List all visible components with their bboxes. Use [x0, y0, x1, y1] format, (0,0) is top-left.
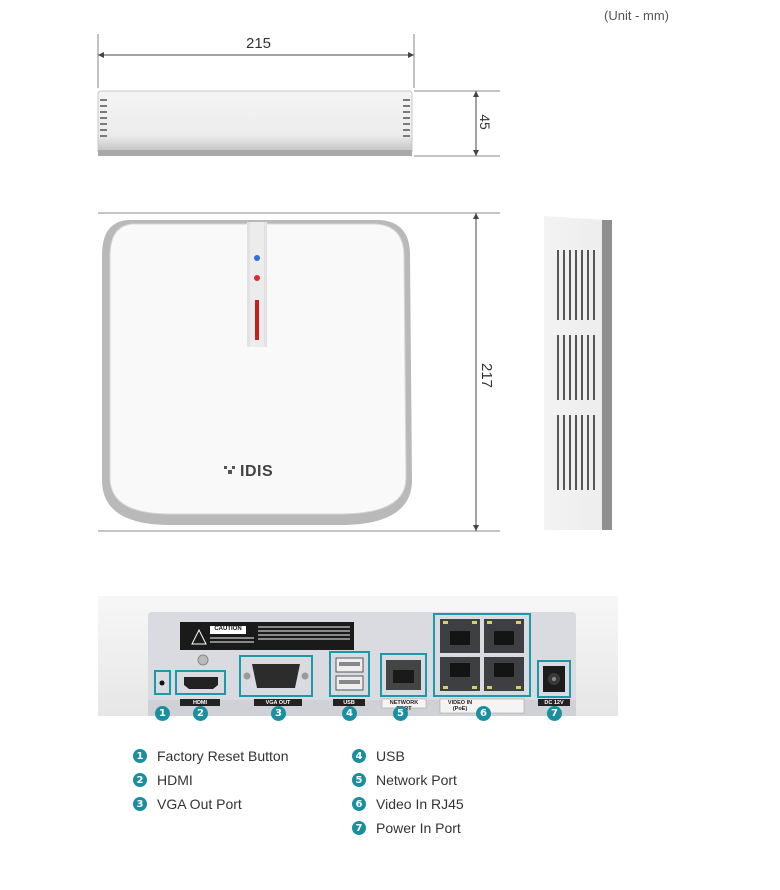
legend-label: USB [376, 748, 405, 764]
legend-right: 4 USB 5 Network Port 6 Video In RJ45 7 P… [352, 744, 464, 840]
top-view [98, 212, 500, 532]
legend-item: 1 Factory Reset Button [133, 744, 289, 768]
height-dimension-label: 45 [476, 114, 493, 130]
power-port-label: DC 12V [544, 700, 564, 706]
legend-badge: 2 [133, 773, 147, 787]
legend-label: Video In RJ45 [376, 796, 464, 812]
idis-logo: IDIS [240, 463, 274, 480]
rear-panel [98, 596, 618, 716]
unit-note: (Unit - mm) [604, 8, 669, 23]
legend-item: 6 Video In RJ45 [352, 792, 464, 816]
legend-badge: 6 [352, 797, 366, 811]
vga-badge: 3 [271, 706, 286, 721]
legend-label: Power In Port [376, 820, 461, 836]
front-view [97, 34, 500, 157]
hdmi-port-label: HDMI [192, 700, 208, 706]
legend-left: 1 Factory Reset Button 2 HDMI 3 VGA Out … [133, 744, 289, 816]
legend-item: 5 Network Port [352, 768, 464, 792]
legend-badge: 1 [133, 749, 147, 763]
legend-label: HDMI [157, 772, 193, 788]
depth-dimension-label: 217 [478, 362, 496, 389]
hdmi-badge: 2 [193, 706, 208, 721]
vga-port-label: VGA OUT [265, 700, 291, 706]
usb-badge: 4 [342, 706, 357, 721]
device-diagram [97, 34, 618, 716]
power-badge: 7 [547, 706, 562, 721]
legend-badge: 3 [133, 797, 147, 811]
video-in-badge: 6 [476, 706, 491, 721]
legend-item: 3 VGA Out Port [133, 792, 289, 816]
legend-item: 7 Power In Port [352, 816, 464, 840]
network-badge: 5 [393, 706, 408, 721]
reset-badge: 1 [155, 706, 170, 721]
caution-label: CAUTION [214, 626, 242, 632]
usb-port-label: USB [343, 700, 355, 706]
legend-label: VGA Out Port [157, 796, 242, 812]
width-dimension-label: 215 [246, 35, 272, 52]
legend-label: Network Port [376, 772, 457, 788]
legend-item: 4 USB [352, 744, 464, 768]
legend-badge: 7 [352, 821, 366, 835]
video-in-port-label: VIDEO IN (PoE) [447, 700, 473, 712]
legend-label: Factory Reset Button [157, 748, 289, 764]
side-view [544, 216, 612, 530]
legend-item: 2 HDMI [133, 768, 289, 792]
legend-badge: 4 [352, 749, 366, 763]
legend-badge: 5 [352, 773, 366, 787]
